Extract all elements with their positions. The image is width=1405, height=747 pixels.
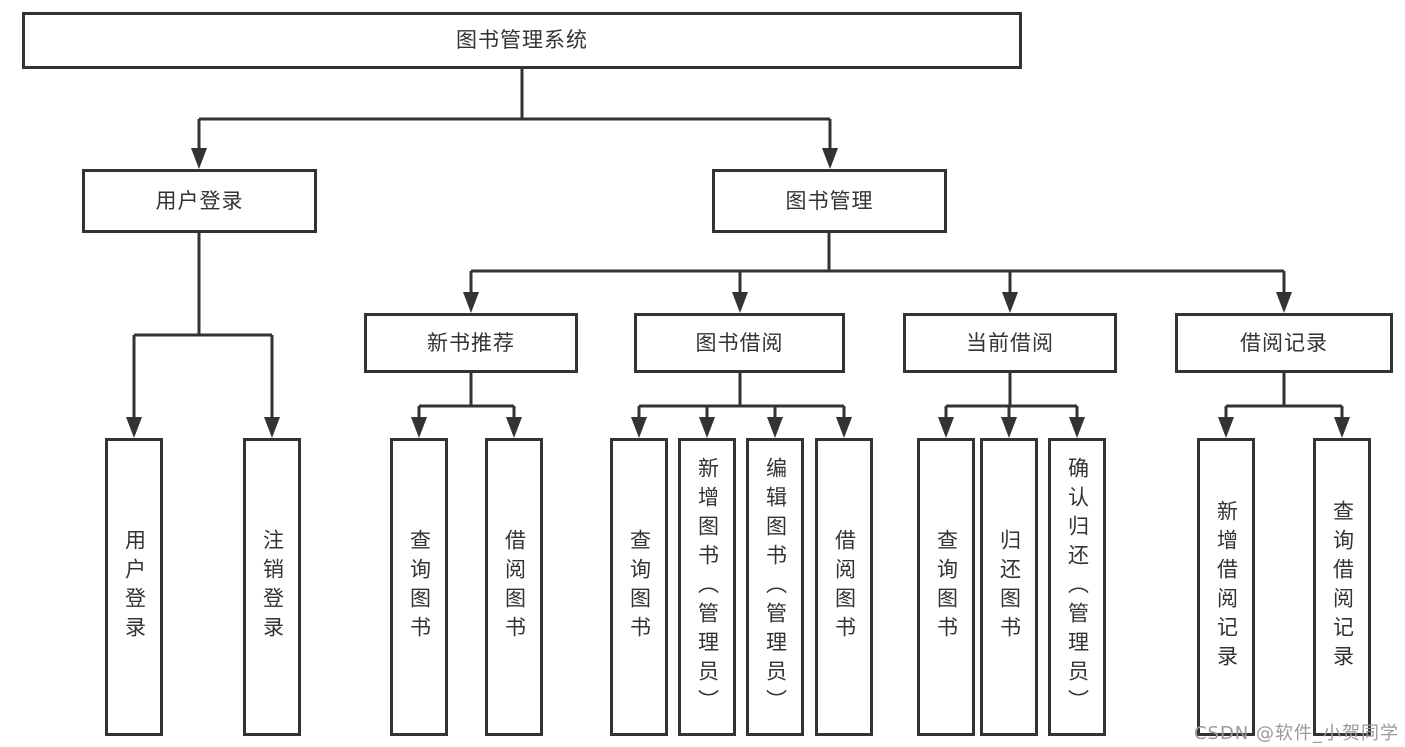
arrow-icon [732, 292, 748, 313]
arrow-icon [1218, 417, 1234, 438]
node-label: 确认归还（管理员） [1065, 456, 1090, 718]
node-book-management: 图书管理 [712, 169, 947, 233]
node-label: 当前借阅 [966, 330, 1054, 355]
leaf-user-login: 用户登录 [105, 438, 163, 736]
node-user-login: 用户登录 [82, 169, 317, 233]
arrow-icon [1002, 292, 1018, 313]
leaf-logout: 注销登录 [243, 438, 301, 736]
connector-book-borrow-branch [637, 373, 846, 421]
node-label: 新书推荐 [427, 330, 515, 355]
node-label: 图书借阅 [695, 330, 784, 355]
node-library-management-system: 图书管理系统 [22, 12, 1022, 69]
node-current-borrowing: 当前借阅 [903, 313, 1117, 373]
node-label: 借阅记录 [1240, 330, 1328, 355]
leaf-borrow-books-1: 借阅图书 [485, 438, 543, 736]
node-label: 图书管理系统 [456, 28, 588, 52]
node-label: 查询图书 [934, 529, 959, 645]
node-label: 用户登录 [155, 188, 244, 213]
arrow-icon [836, 417, 852, 438]
arrow-icon [631, 417, 647, 438]
node-label: 借阅图书 [502, 529, 527, 645]
leaf-add-borrow-record: 新增借阅记录 [1197, 438, 1255, 736]
node-label: 查询借阅记录 [1330, 500, 1355, 674]
node-new-book-recommend: 新书推荐 [364, 313, 578, 373]
arrow-icon [699, 417, 715, 438]
leaf-confirm-return-admin: 确认归还（管理员） [1048, 438, 1106, 736]
arrow-icon [191, 148, 207, 169]
arrow-icon [1069, 417, 1085, 438]
leaf-return-books: 归还图书 [980, 438, 1038, 736]
arrow-icon [506, 417, 522, 438]
leaf-query-borrow-record: 查询借阅记录 [1313, 438, 1371, 736]
arrow-icon [767, 417, 783, 438]
node-label: 借阅图书 [832, 529, 857, 645]
connector-new-book-branch [417, 373, 516, 421]
arrow-icon [126, 417, 142, 438]
connector-root-branch [197, 69, 832, 152]
arrow-icon [411, 417, 427, 438]
csdn-watermark: CSDN @软件_小贺同学 [1193, 723, 1399, 744]
leaf-query-books-2: 查询图书 [610, 438, 668, 736]
node-label: 编辑图书（管理员） [763, 456, 788, 718]
node-label: 新增图书（管理员） [695, 456, 720, 718]
connector-user-login-branch [132, 233, 274, 421]
arrowheads [126, 148, 1350, 438]
node-label: 新增借阅记录 [1214, 500, 1239, 674]
arrow-icon [1276, 292, 1292, 313]
node-label: 查询图书 [627, 529, 652, 645]
arrow-icon [822, 148, 838, 169]
leaf-edit-books-admin: 编辑图书（管理员） [746, 438, 804, 736]
arrow-icon [264, 417, 280, 438]
node-label: 查询图书 [407, 529, 432, 645]
arrow-icon [938, 417, 954, 438]
node-label: 注销登录 [260, 529, 285, 645]
leaf-query-books-3: 查询图书 [917, 438, 975, 736]
node-label: 图书管理 [785, 188, 874, 213]
node-label: 归还图书 [997, 529, 1022, 645]
arrow-icon [1001, 417, 1017, 438]
connector-book-mgmt-branch [469, 233, 1286, 296]
node-label: 用户登录 [122, 529, 147, 645]
leaf-borrow-books-2: 借阅图书 [815, 438, 873, 736]
node-borrowing-records: 借阅记录 [1175, 313, 1393, 373]
arrow-icon [1334, 417, 1350, 438]
arrow-icon [463, 292, 479, 313]
leaf-query-books-1: 查询图书 [390, 438, 448, 736]
node-book-borrowing: 图书借阅 [634, 313, 845, 373]
leaf-add-books-admin: 新增图书（管理员） [678, 438, 736, 736]
connector-current-borrow-branch [944, 373, 1079, 421]
connector-borrow-record-branch [1224, 373, 1344, 421]
